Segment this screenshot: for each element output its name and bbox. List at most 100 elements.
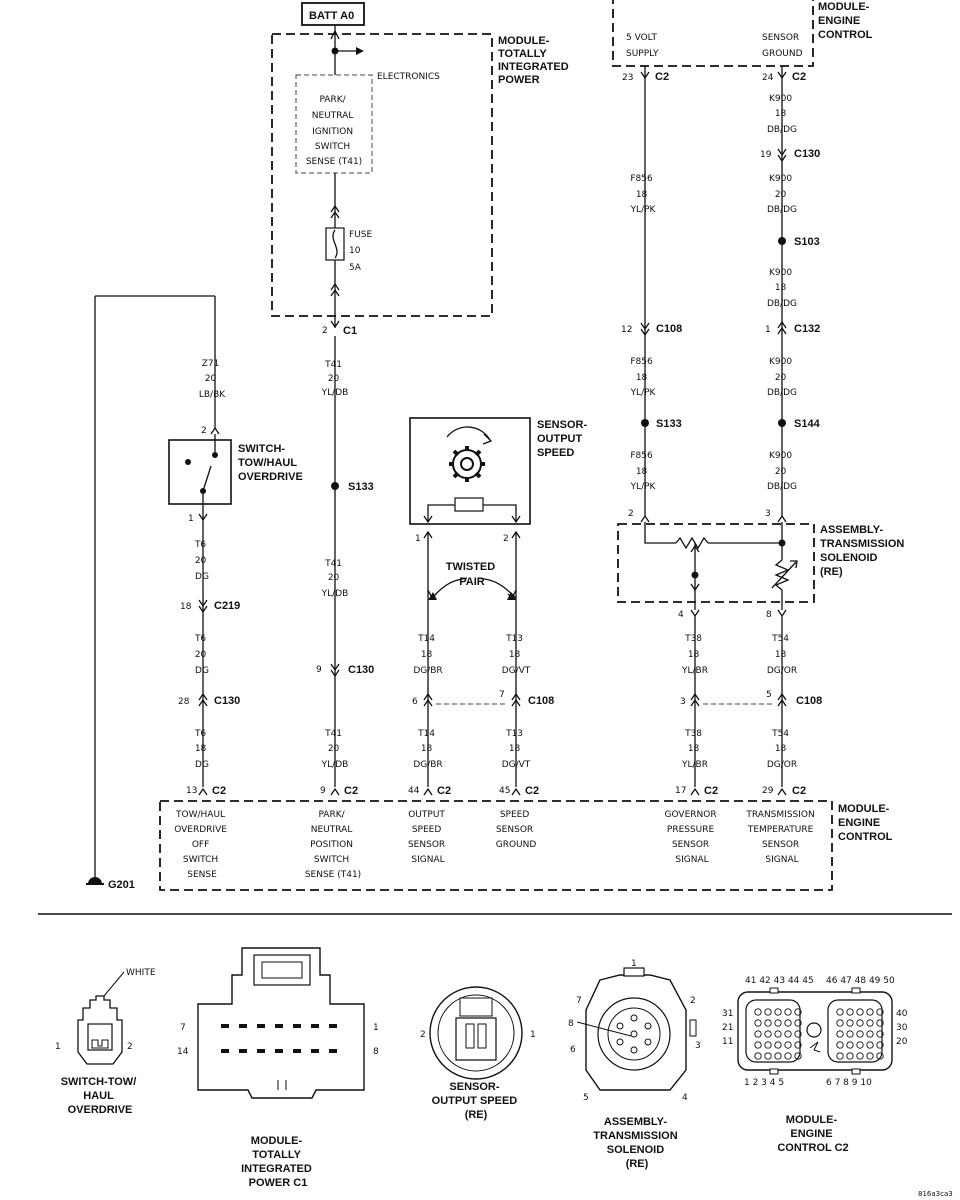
- oss-connector-view: [429, 986, 523, 1080]
- pin-cavity: [764, 1008, 772, 1016]
- pin-cavity: [876, 1019, 884, 1027]
- pin-cavity: [774, 1030, 782, 1038]
- pin-cavity: [866, 1041, 874, 1049]
- wire-t41-b: T41 20 YL/DB: [321, 559, 349, 599]
- oss-module-label: SENSOR- OUTPUT SPEED: [537, 419, 590, 459]
- pin-number: 1: [530, 1030, 536, 1040]
- pin-cavity: [774, 1008, 782, 1016]
- connector-icon: [777, 514, 787, 523]
- wire-t13-b: T13 18 DG/VT: [502, 729, 531, 770]
- pin-cavity: [856, 1019, 864, 1027]
- pin-number: 1: [765, 325, 771, 335]
- connector-icon: [640, 322, 650, 337]
- svg-text:8: 8: [568, 1019, 574, 1029]
- svg-text:40: 40: [896, 1009, 908, 1019]
- wire-t14-a: T14 18 DG/BR: [413, 634, 442, 676]
- connector-icon: [330, 787, 340, 796]
- pin-number: 5: [766, 690, 772, 700]
- connector-icon: [777, 71, 787, 80]
- connector-c130: C130: [794, 148, 820, 160]
- pin-number: 1: [415, 534, 421, 544]
- connector-icon: [198, 787, 208, 796]
- tipm-c1-pins: [221, 1024, 337, 1053]
- splice-s144-dot: [778, 419, 786, 427]
- gear-icon: [449, 446, 485, 482]
- wire-t41-c: T41 20 YL/DB: [321, 729, 349, 770]
- tipm-inner-label: PARK/ NEUTRAL IGNITION SWITCH SENSE (T41…: [306, 95, 362, 167]
- pin-number: 29: [762, 786, 774, 796]
- arrow-right-icon: [356, 47, 364, 55]
- pin-cavity: [846, 1052, 854, 1060]
- wire-t14-b: T14 18 DG/BR: [413, 729, 442, 770]
- pin-cavity: [836, 1030, 844, 1038]
- svg-text:4: 4: [682, 1093, 688, 1103]
- wire-k900-c: K900 18 DB/DG: [767, 268, 797, 309]
- connector-c108: C108: [528, 695, 554, 707]
- wire-z71: Z71 20 LB/BK: [199, 359, 226, 400]
- pin-cavity: [876, 1041, 884, 1049]
- pin-cavity: [794, 1052, 802, 1060]
- batt-a0-box: [301, 2, 365, 26]
- rotation-arrow-icon: [446, 426, 491, 441]
- pin-number: 6: [412, 697, 418, 707]
- connector-c130: C130: [348, 664, 374, 676]
- connector-c2: C2: [437, 785, 451, 797]
- solenoid-module-label: ASSEMBLY- TRANSMISSION SOLENOID (RE): [820, 524, 907, 578]
- solenoid-assembly-box: [617, 523, 815, 603]
- wire-k900-d: K900 20 DB/DG: [767, 357, 797, 398]
- connector-icon: [511, 787, 521, 796]
- connector-icon: [511, 692, 521, 707]
- sensor-element-icon: [454, 497, 484, 512]
- splice-s133-dot: [641, 419, 649, 427]
- switch-connector-view: [77, 971, 125, 1065]
- wire-t6-a: T6 20 DG: [194, 540, 209, 582]
- pcm-c2-connector-title: MODULE- ENGINE CONTROL C2: [777, 1114, 848, 1154]
- pin-number: 28: [178, 697, 190, 707]
- electronics-label: ELECTRONICS: [377, 72, 440, 82]
- connector-color-label: WHITE: [126, 968, 156, 978]
- wire-f856-b: F856 18 YL/PK: [630, 357, 657, 398]
- pin-number: 2: [127, 1042, 133, 1052]
- wire-t6-c: T6 18 DG: [194, 729, 209, 770]
- pin-number: 9: [316, 665, 322, 675]
- pin-cavity: [856, 1008, 864, 1016]
- wire-t54-b: T54 18 DG/OR: [767, 729, 797, 770]
- pcm-bottom-label: MODULE- ENGINE CONTROL: [838, 803, 893, 843]
- pin-cavity: [754, 1008, 762, 1016]
- connector-c2: C2: [525, 785, 539, 797]
- pin-number: 18: [180, 602, 192, 612]
- splice-s103-dot: [778, 237, 786, 245]
- pin-number: 8: [766, 610, 772, 620]
- arrow-up-icon: [330, 29, 340, 40]
- pin-number: 4: [678, 610, 684, 620]
- twisted-pair-label: TWISTED PAIR: [446, 561, 499, 588]
- pin-cavity: [836, 1019, 844, 1027]
- connector-icon: [330, 663, 340, 678]
- pin-cavity: [846, 1030, 854, 1038]
- connector-c108: C108: [796, 695, 822, 707]
- batt-a0-label: BATT A0: [309, 10, 354, 22]
- switch-tow-haul-box: [168, 439, 232, 505]
- pin-number: 2: [322, 326, 328, 336]
- pin-number: 2: [503, 534, 509, 544]
- pin-cavity: [876, 1008, 884, 1016]
- pin-number: 13: [186, 786, 197, 796]
- pin-cavity: [876, 1052, 884, 1060]
- wire-k900-e: K900 20 DB/DG: [767, 451, 797, 492]
- connector-c2: C2: [792, 71, 806, 83]
- wire-t38-b: T38 18 YL/BR: [681, 729, 708, 770]
- svg-text:11: 11: [722, 1037, 733, 1047]
- pin-cavity: [784, 1052, 792, 1060]
- svg-text:7: 7: [576, 996, 582, 1006]
- pin-cavity: [774, 1041, 782, 1049]
- pcm-top-box: [612, 0, 814, 67]
- connector-icon: [690, 787, 700, 796]
- connector-icon: [777, 609, 787, 618]
- tipm-module-box: [271, 33, 493, 317]
- tipm-module-label: MODULE- TOTALLY INTEGRATED POWER: [498, 35, 572, 86]
- connector-icon: [640, 514, 650, 523]
- svg-text:31: 31: [722, 1009, 733, 1019]
- pin-cavity: [784, 1030, 792, 1038]
- fuse-label: FUSE 10 5A: [349, 230, 375, 273]
- pin-number: 9: [320, 786, 326, 796]
